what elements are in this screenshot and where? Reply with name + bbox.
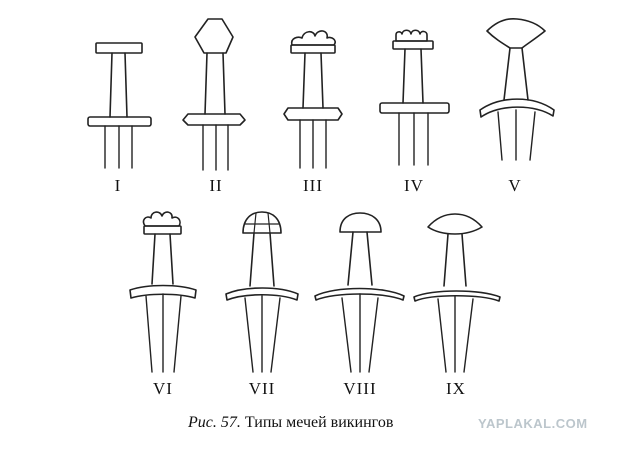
blade (145, 293, 182, 373)
label-type-8: VIII (343, 379, 377, 398)
crossguard (379, 102, 450, 114)
sword-type-6 (129, 211, 197, 373)
pommel (486, 17, 546, 49)
label-type-5: V (508, 176, 522, 195)
caption-figure-number: Рис. 57. (188, 414, 241, 431)
pommel (142, 211, 181, 227)
pommel-bar (392, 40, 434, 50)
sword-type-2 (182, 18, 246, 171)
pommel (427, 213, 483, 235)
grip (402, 48, 424, 104)
sword-type-8 (314, 212, 405, 373)
pommel-lobes (244, 212, 280, 234)
blade (202, 124, 229, 171)
crossguard (225, 287, 299, 301)
pommel-bar (143, 225, 182, 235)
label-type-1: I (114, 176, 122, 195)
crossguard (182, 113, 246, 126)
grip (204, 52, 226, 115)
sword-type-1 (87, 42, 152, 169)
grip (302, 52, 324, 109)
crossguard (87, 116, 152, 127)
sword-type-5 (479, 17, 555, 161)
label-type-7: VII (248, 379, 276, 398)
crossguard (479, 98, 555, 118)
grip (503, 47, 529, 101)
pommel (395, 29, 428, 42)
label-type-4: IV (404, 176, 424, 195)
pommel (194, 18, 234, 54)
grip (151, 233, 174, 285)
pommel (95, 42, 143, 54)
grip (347, 231, 373, 286)
sword-type-9 (413, 213, 501, 373)
blade (341, 293, 379, 373)
label-type-6: VI (153, 379, 173, 398)
blade (497, 109, 536, 161)
sword-type-7 (225, 211, 299, 373)
blade (104, 125, 133, 169)
blade (299, 119, 327, 169)
figure-caption: Рис. 57. Типы мечей викингов (188, 414, 393, 432)
sword-type-3 (283, 30, 343, 169)
watermark: YAPLAKAL.COM (478, 416, 588, 431)
pommel-bar (290, 44, 336, 54)
crossguard (283, 107, 343, 121)
blade (244, 295, 281, 373)
grip (443, 233, 467, 287)
blade (437, 295, 474, 373)
label-type-2: II (209, 176, 223, 195)
caption-title: Типы мечей викингов (244, 414, 394, 431)
pommel (339, 212, 382, 233)
label-type-9: IX (446, 379, 466, 398)
label-type-3: III (303, 176, 323, 195)
crossguard (413, 290, 501, 302)
pommel (290, 30, 336, 46)
pommel (242, 211, 282, 234)
grip (109, 52, 128, 118)
crossguard (314, 287, 405, 301)
grip (249, 232, 275, 287)
crossguard (129, 284, 197, 299)
sword-type-4 (379, 29, 450, 166)
blade (398, 112, 429, 166)
